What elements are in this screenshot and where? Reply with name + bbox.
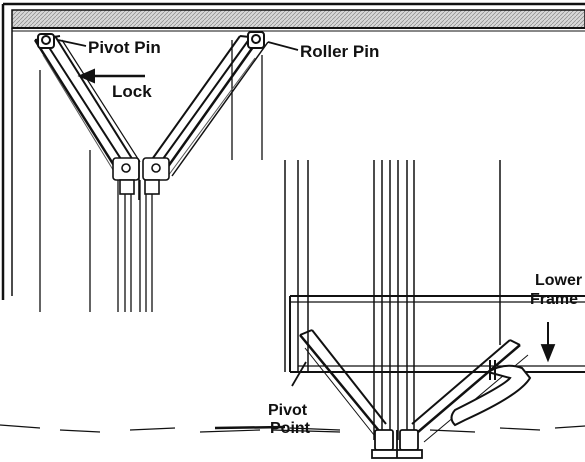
bottom-hinge	[371, 429, 423, 459]
roller-pin-label: Roller Pin	[300, 42, 379, 61]
pivot-point-label-line1: Pivot	[268, 402, 308, 419]
lower-frame-label-line2: Frame	[530, 291, 578, 308]
lower-frame-track	[289, 295, 585, 373]
lock-arrow	[77, 68, 145, 84]
pivot-pin-leader	[57, 39, 87, 47]
center-hinge	[112, 157, 170, 200]
upper-frame	[1, 2, 585, 300]
lower-frame-arrow	[540, 322, 556, 363]
pivot-point-label-line2: Point	[270, 420, 311, 437]
bottom-left-diagonal-panel	[299, 329, 387, 441]
pivot-pin-bracket	[37, 33, 55, 49]
top-view	[1, 2, 585, 312]
right-diagonal-panel	[147, 35, 269, 181]
floor-line	[0, 424, 585, 433]
left-diagonal-panel	[33, 35, 141, 179]
door-handle	[450, 360, 532, 427]
roller-pin-bracket	[247, 31, 265, 49]
pivot-pin-label: Pivot Pin	[88, 38, 161, 57]
bottom-view	[0, 160, 585, 459]
pivot-point-underline	[271, 429, 341, 433]
lock-label: Lock	[112, 82, 152, 101]
lower-frame-label-line1: Lower	[535, 272, 582, 289]
top-door-panels	[39, 40, 263, 312]
roller-pin-leader	[267, 41, 299, 51]
pivot-point-leader	[291, 361, 307, 387]
bottom-door-panels	[284, 160, 501, 440]
